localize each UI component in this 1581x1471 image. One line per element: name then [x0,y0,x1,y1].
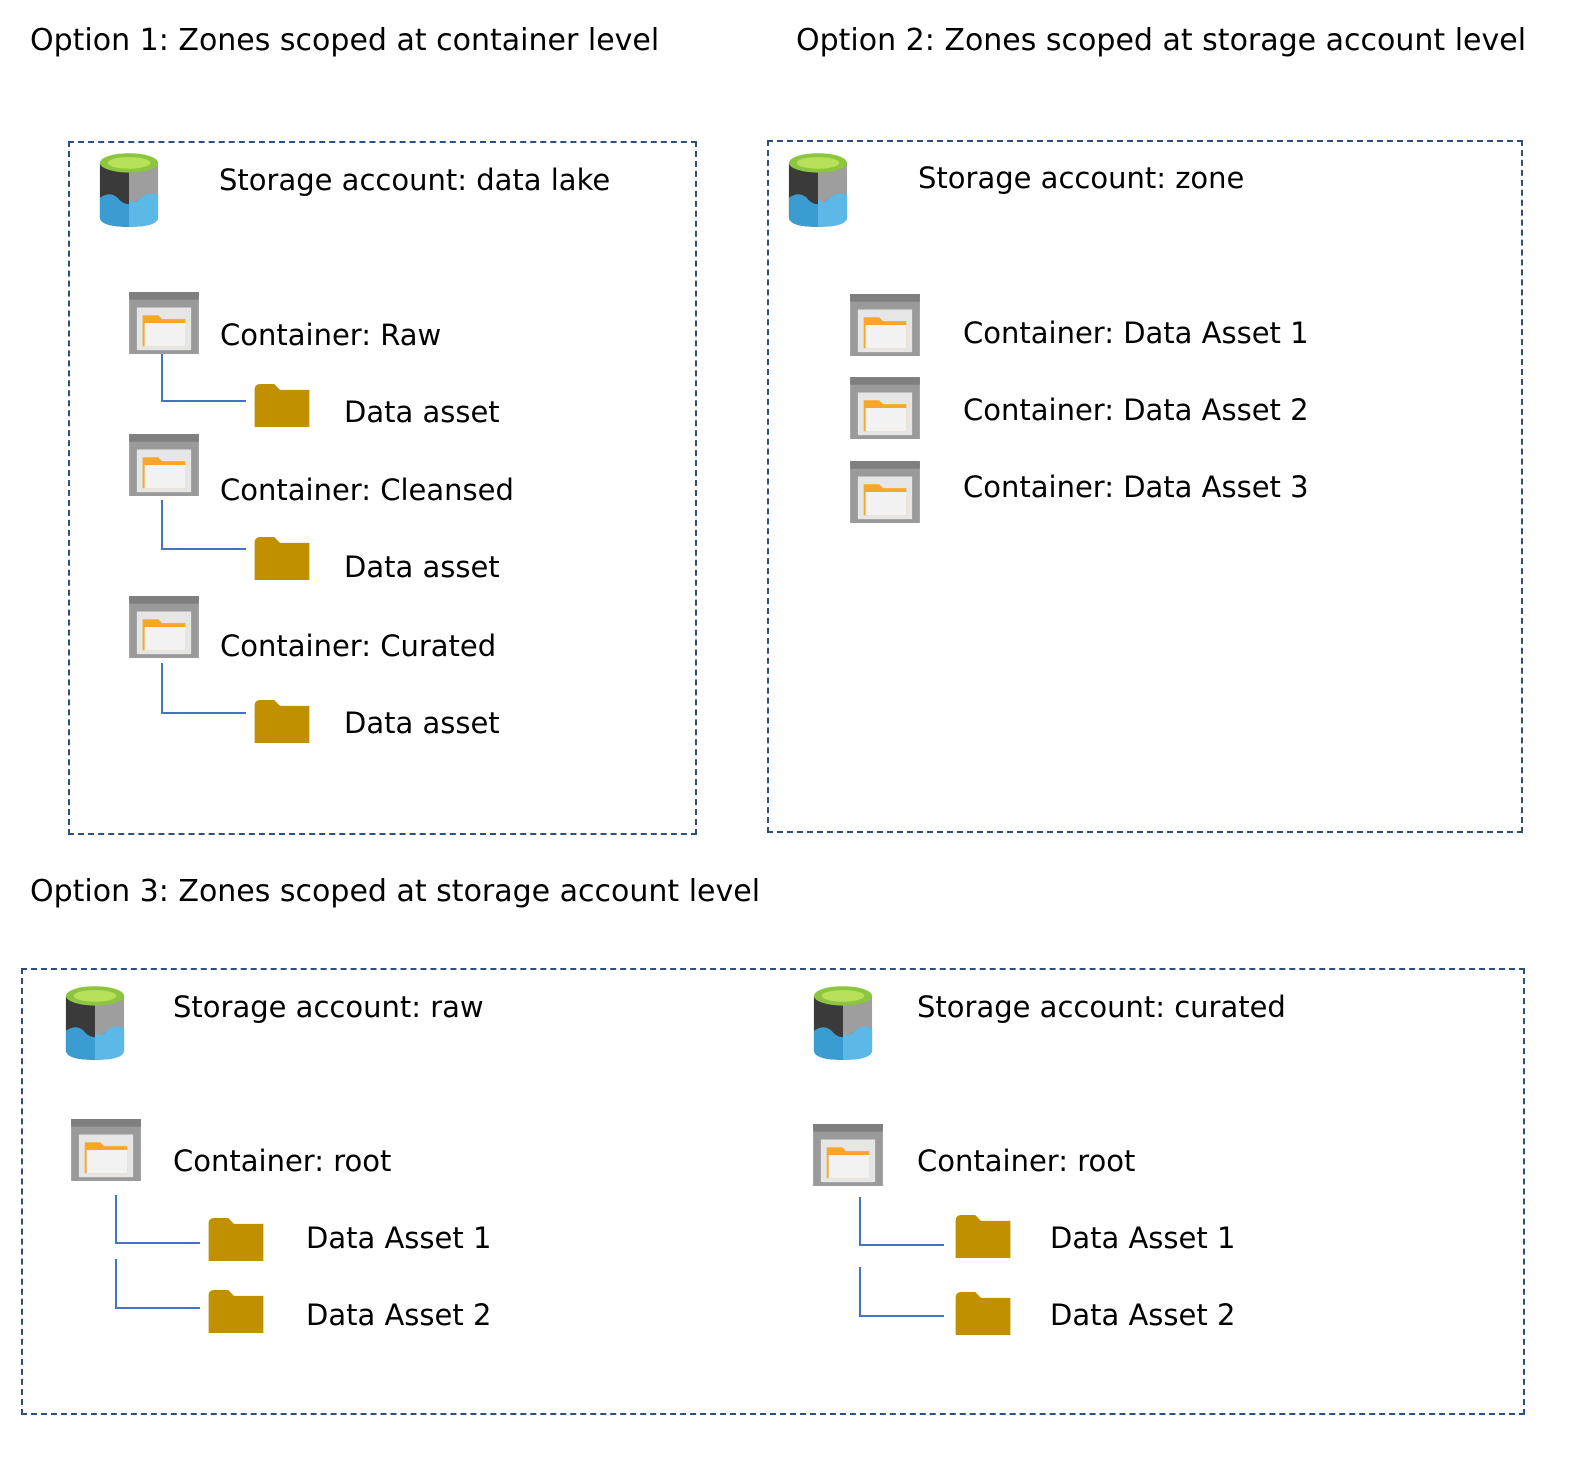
container-icon [849,461,921,523]
folder-icon [254,384,310,427]
data-asset-label: Data asset [344,395,500,429]
container-label-curated: Container: Curated [220,629,497,663]
container-icon [849,377,921,439]
option-3-box [21,968,1525,1415]
folder-icon [208,1290,264,1333]
folder-icon [955,1215,1011,1258]
storage-account-label: Storage account: zone [918,161,1245,195]
container-label-data-asset-2: Container: Data Asset 2 [963,393,1309,427]
data-asset-label: Data Asset 1 [1050,1221,1236,1255]
container-icon [70,1119,142,1181]
folder-icon [254,700,310,743]
container-label-root: Container: root [173,1144,392,1178]
container-icon [128,292,200,354]
data-asset-label: Data asset [344,706,500,740]
option-3-title: Option 3: Zones scoped at storage accoun… [30,874,761,909]
data-asset-label: Data Asset 2 [306,1298,492,1332]
container-icon [128,596,200,658]
folder-icon [208,1218,264,1261]
folder-icon [254,537,310,580]
option-1-box [68,141,697,835]
folder-icon [955,1292,1011,1335]
storage-account-icon [64,983,126,1063]
storage-account-label-curated: Storage account: curated [917,990,1286,1024]
container-icon [128,434,200,496]
storage-account-icon [812,983,874,1063]
data-asset-label: Data asset [344,550,500,584]
container-icon [812,1124,884,1186]
container-icon [849,294,921,356]
storage-account-label: Storage account: data lake [219,163,611,197]
storage-account-label-raw: Storage account: raw [173,990,484,1024]
container-label-raw: Container: Raw [220,318,442,352]
data-asset-label: Data Asset 2 [1050,1298,1236,1332]
data-asset-label: Data Asset 1 [306,1221,492,1255]
container-label-data-asset-1: Container: Data Asset 1 [963,316,1309,350]
option-2-box [767,140,1523,833]
option-1-title: Option 1: Zones scoped at container leve… [30,23,660,58]
option-2-title: Option 2: Zones scoped at storage accoun… [796,23,1527,58]
storage-account-icon [98,150,160,230]
container-label-data-asset-3: Container: Data Asset 3 [963,470,1309,504]
container-label-cleansed: Container: Cleansed [220,473,514,507]
storage-account-icon [787,150,849,230]
container-label-root: Container: root [917,1144,1136,1178]
